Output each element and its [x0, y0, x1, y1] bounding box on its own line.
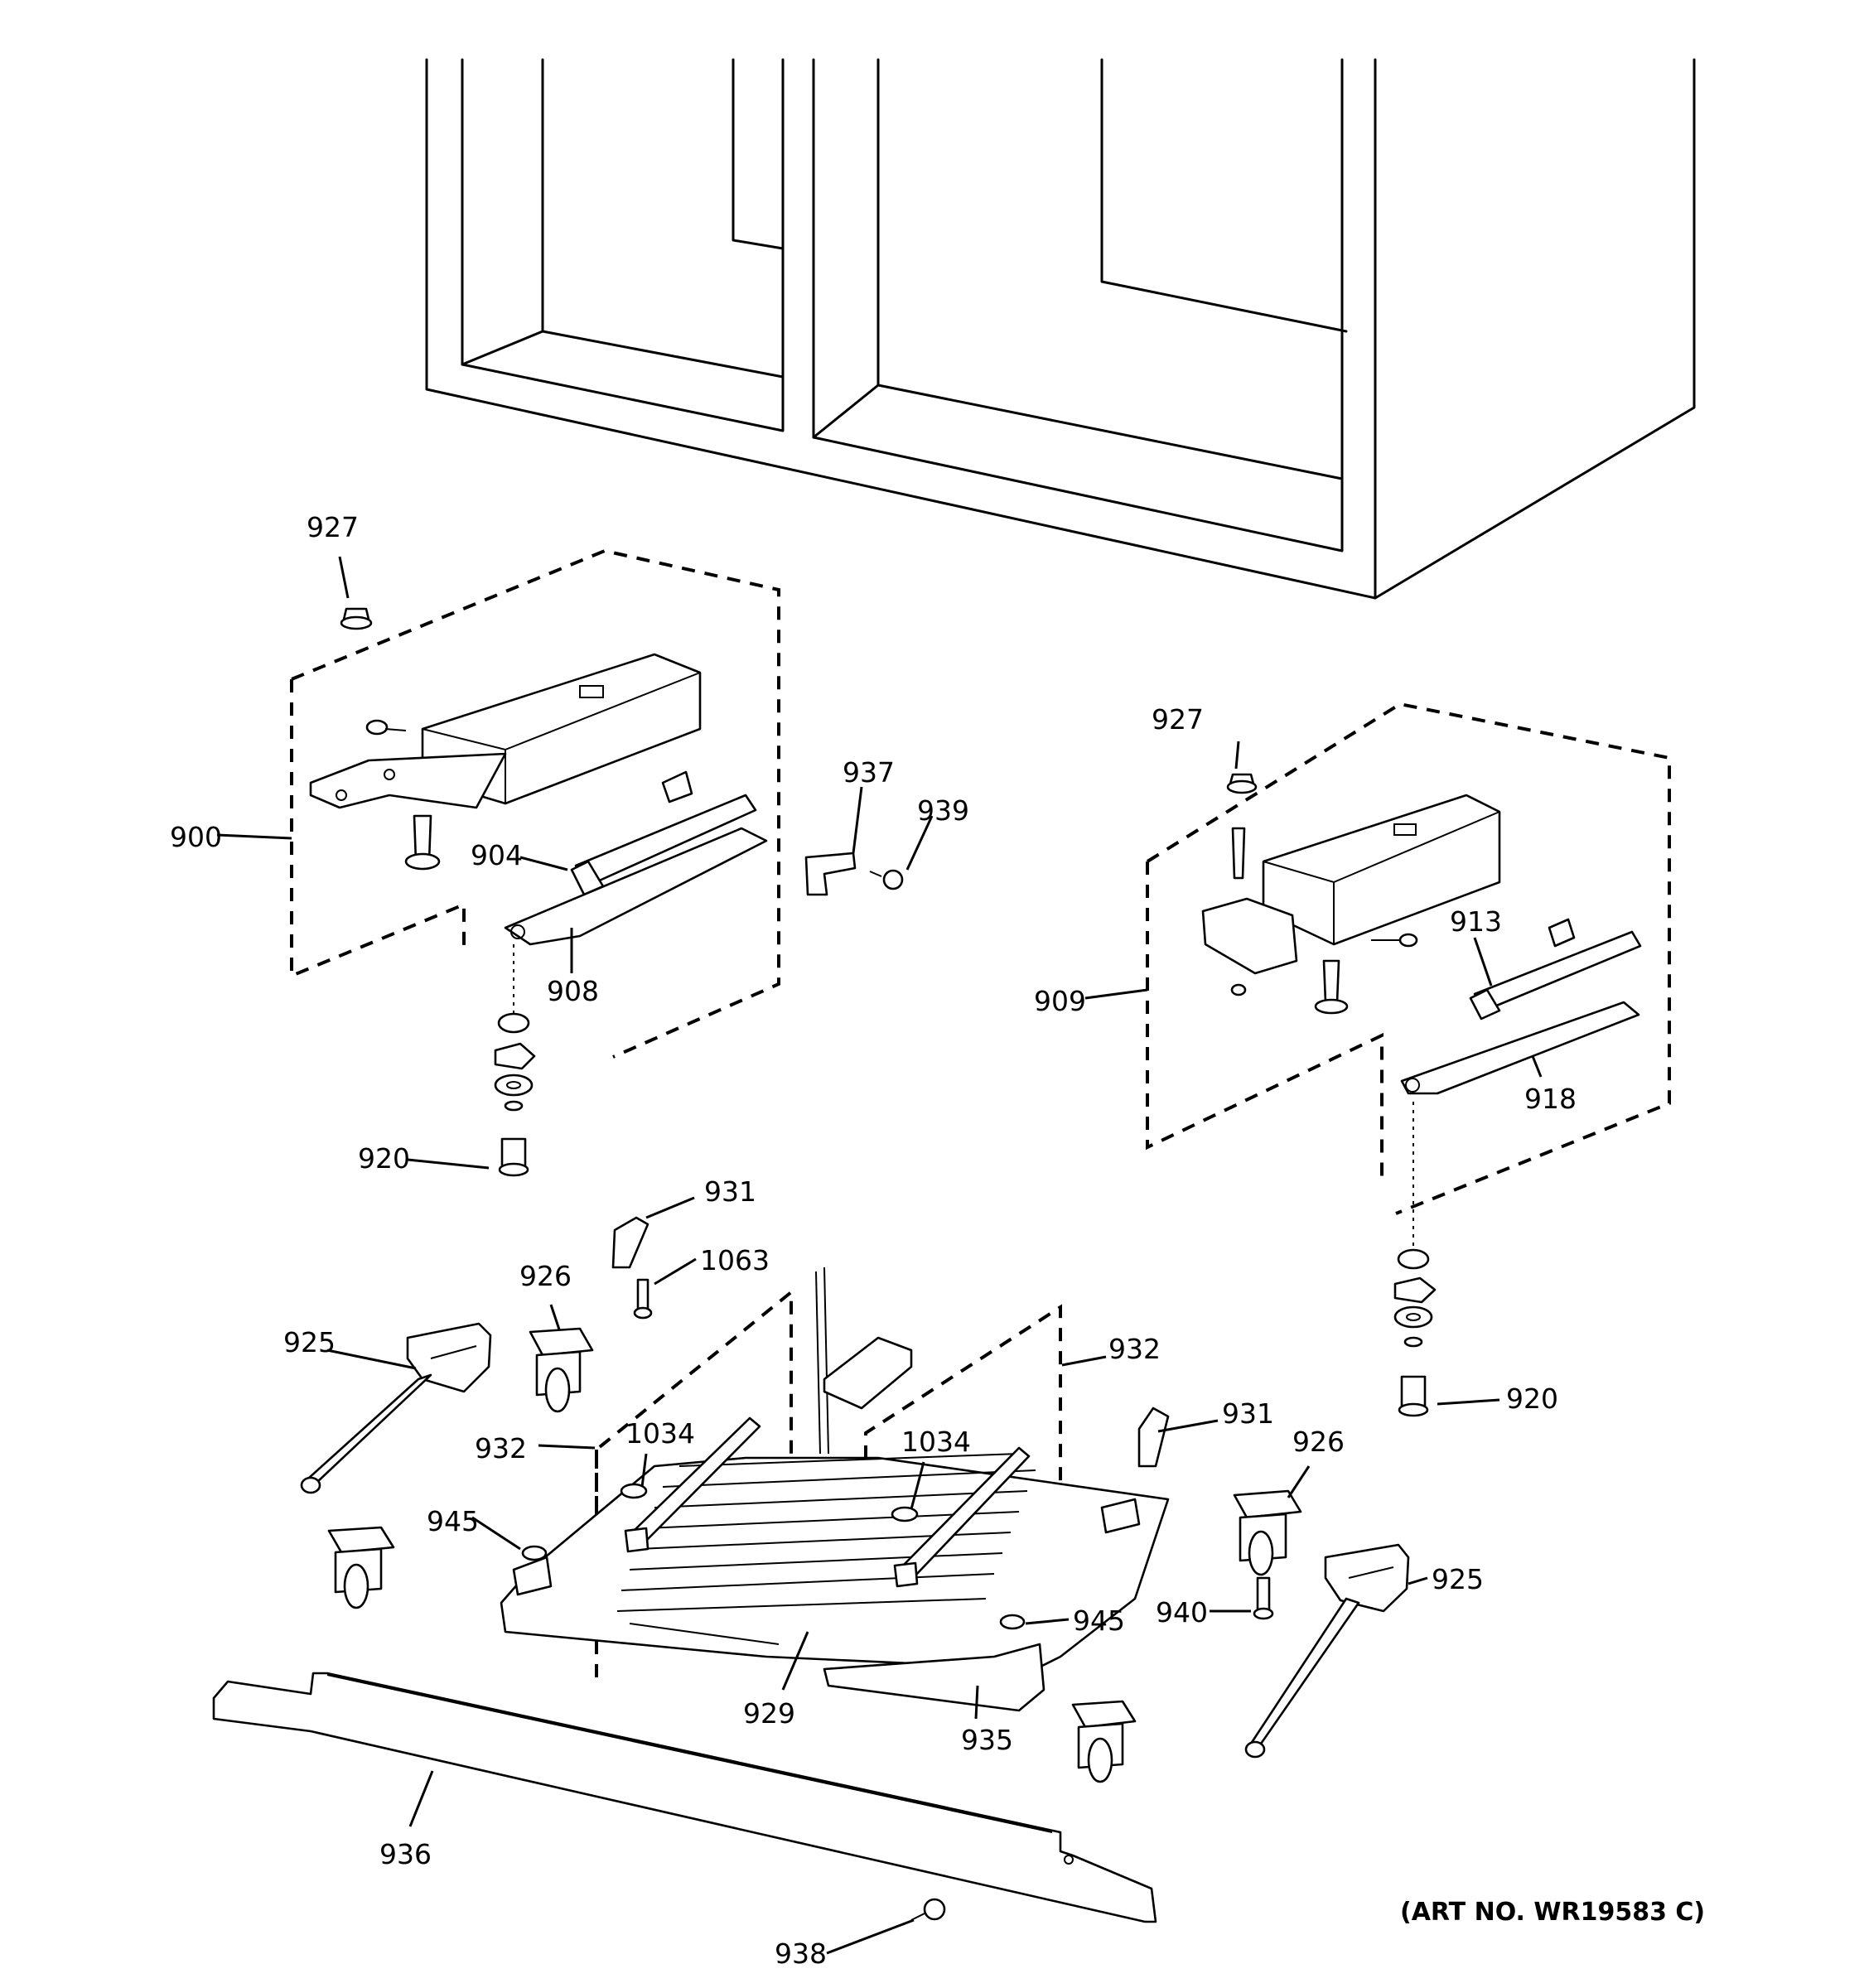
guide-rail-1034-right [891, 1446, 1031, 1588]
callout-932-left: 932 [475, 1432, 527, 1464]
roller-leg-925-right [1244, 1543, 1410, 1759]
callout-labels: 927 900 904 908 937 939 920 927 913 909 … [170, 511, 1705, 1970]
callout-909: 909 [1034, 985, 1086, 1017]
callout-925-right: 925 [1432, 1563, 1484, 1595]
kick-plate-936 [212, 1672, 1157, 1923]
left-hinge-hardware-stack [494, 944, 536, 1177]
screw-940 [1253, 1576, 1274, 1620]
callout-1034-left: 1034 [625, 1417, 695, 1450]
left-hinge-assembly [290, 548, 780, 1059]
screw-939 [869, 869, 904, 890]
callout-920-left: 920 [358, 1142, 410, 1175]
callout-904: 904 [471, 839, 523, 871]
callout-925-left: 925 [283, 1326, 336, 1358]
mounting-bracket [823, 1336, 913, 1410]
callout-926-right: 926 [1292, 1426, 1345, 1458]
caster-926-upper-left [529, 1327, 594, 1413]
right-hinge-hardware-stack [1393, 1102, 1437, 1417]
tube-937 [804, 852, 857, 896]
callout-908: 908 [547, 975, 599, 1007]
refrigerator-cabinet [425, 58, 1696, 600]
hinge-cap-left [340, 607, 373, 630]
callout-927-right: 927 [1152, 703, 1204, 736]
art-number: (ART NO. WR19583 C) [1400, 1898, 1705, 1927]
callout-940: 940 [1156, 1596, 1208, 1629]
callout-1063: 1063 [700, 1244, 770, 1276]
callout-937: 937 [843, 756, 895, 789]
bracket-931-right [1137, 1407, 1170, 1468]
callout-945-left: 945 [427, 1505, 479, 1537]
callout-935: 935 [961, 1724, 1013, 1756]
callout-938: 938 [775, 1937, 827, 1970]
callout-920-right: 920 [1506, 1382, 1558, 1415]
base-frame-929 [500, 1267, 1170, 1671]
callout-900: 900 [170, 821, 222, 853]
bracket-931-left [611, 1216, 650, 1269]
callout-939: 939 [917, 794, 969, 827]
callout-1034-right: 1034 [901, 1426, 971, 1458]
screw-938 [910, 1898, 946, 1921]
screw-1063 [633, 1278, 653, 1320]
base-rail-935 [823, 1643, 1045, 1712]
callout-913: 913 [1450, 905, 1502, 938]
callout-931-right: 931 [1222, 1397, 1274, 1430]
callout-927-left: 927 [307, 511, 359, 543]
caster-lower-right [1071, 1700, 1137, 1783]
nut-945-right [999, 1614, 1026, 1630]
callout-945-right: 945 [1073, 1604, 1125, 1637]
callout-926-left: 926 [519, 1260, 572, 1292]
guide-rail-1034-left [620, 1416, 761, 1553]
callout-918: 918 [1524, 1083, 1577, 1115]
roller-leg-925-left [300, 1322, 492, 1494]
caster-lower-left [327, 1526, 395, 1609]
leader-lines [216, 556, 1543, 1955]
right-hinge-assembly [1146, 702, 1671, 1215]
callout-931-left: 931 [704, 1175, 756, 1208]
hinge-cap-right [1226, 773, 1258, 794]
callout-936: 936 [379, 1838, 432, 1870]
nut-945-left [521, 1545, 548, 1561]
callout-929: 929 [743, 1697, 795, 1730]
caster-926-right [1233, 1489, 1302, 1576]
callout-932-right: 932 [1108, 1333, 1161, 1365]
